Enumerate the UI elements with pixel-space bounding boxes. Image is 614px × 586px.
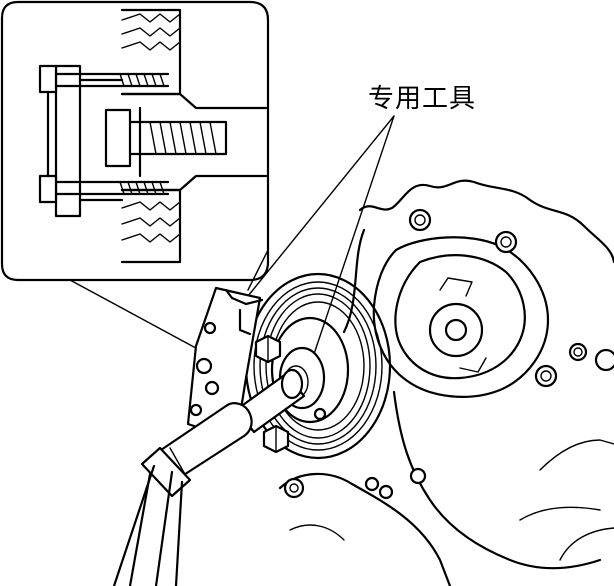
- block-bolt: [283, 477, 305, 499]
- block-bolt: [364, 476, 394, 500]
- holder-bolt: [262, 424, 290, 454]
- pump-bolt: [534, 364, 558, 388]
- block-bolt: [409, 467, 427, 485]
- inset-detail-view: [0, 0, 270, 282]
- engine-block-front: [278, 179, 614, 586]
- pump-bolt: [568, 342, 588, 362]
- special-tool-label: 专用工具: [368, 84, 477, 114]
- pump-bolt: [494, 230, 518, 254]
- socket-wrench: [112, 368, 306, 586]
- inset-callout-lines: [69, 249, 269, 361]
- holder-bolt: [254, 334, 282, 364]
- special-tool-holder: [186, 286, 290, 454]
- pump-bolt: [408, 208, 432, 232]
- water-pump: [283, 208, 588, 500]
- label-leader-lines: [247, 115, 395, 361]
